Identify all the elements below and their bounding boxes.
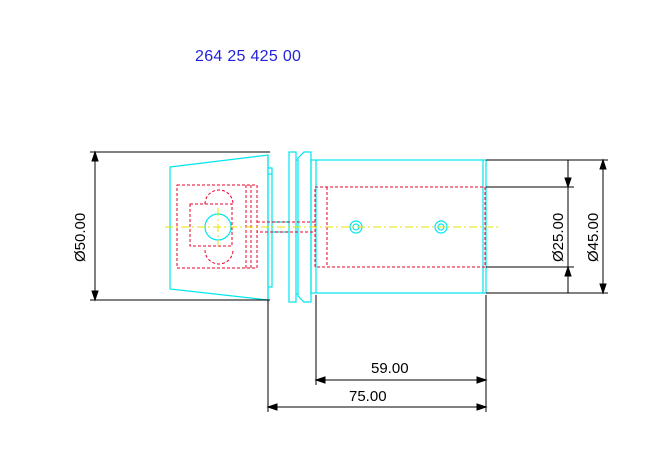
dim-length-long: 75.00 <box>349 388 387 405</box>
hidden-pocket <box>189 203 233 247</box>
hidden-pin <box>204 189 234 265</box>
dim-dia-inner: Ø25.00 <box>550 213 567 262</box>
hole-2 <box>434 220 448 234</box>
dim-dia-left: Ø50.00 <box>72 213 89 262</box>
collar-2 <box>297 151 312 303</box>
dim-length-short: 59.00 <box>371 360 409 377</box>
collar-1 <box>288 151 297 303</box>
centerline <box>165 208 498 246</box>
dimensions <box>90 150 608 412</box>
dim-dia-outer: Ø45.00 <box>585 213 602 262</box>
part-number-label: 264 25 425 00 <box>195 48 302 65</box>
